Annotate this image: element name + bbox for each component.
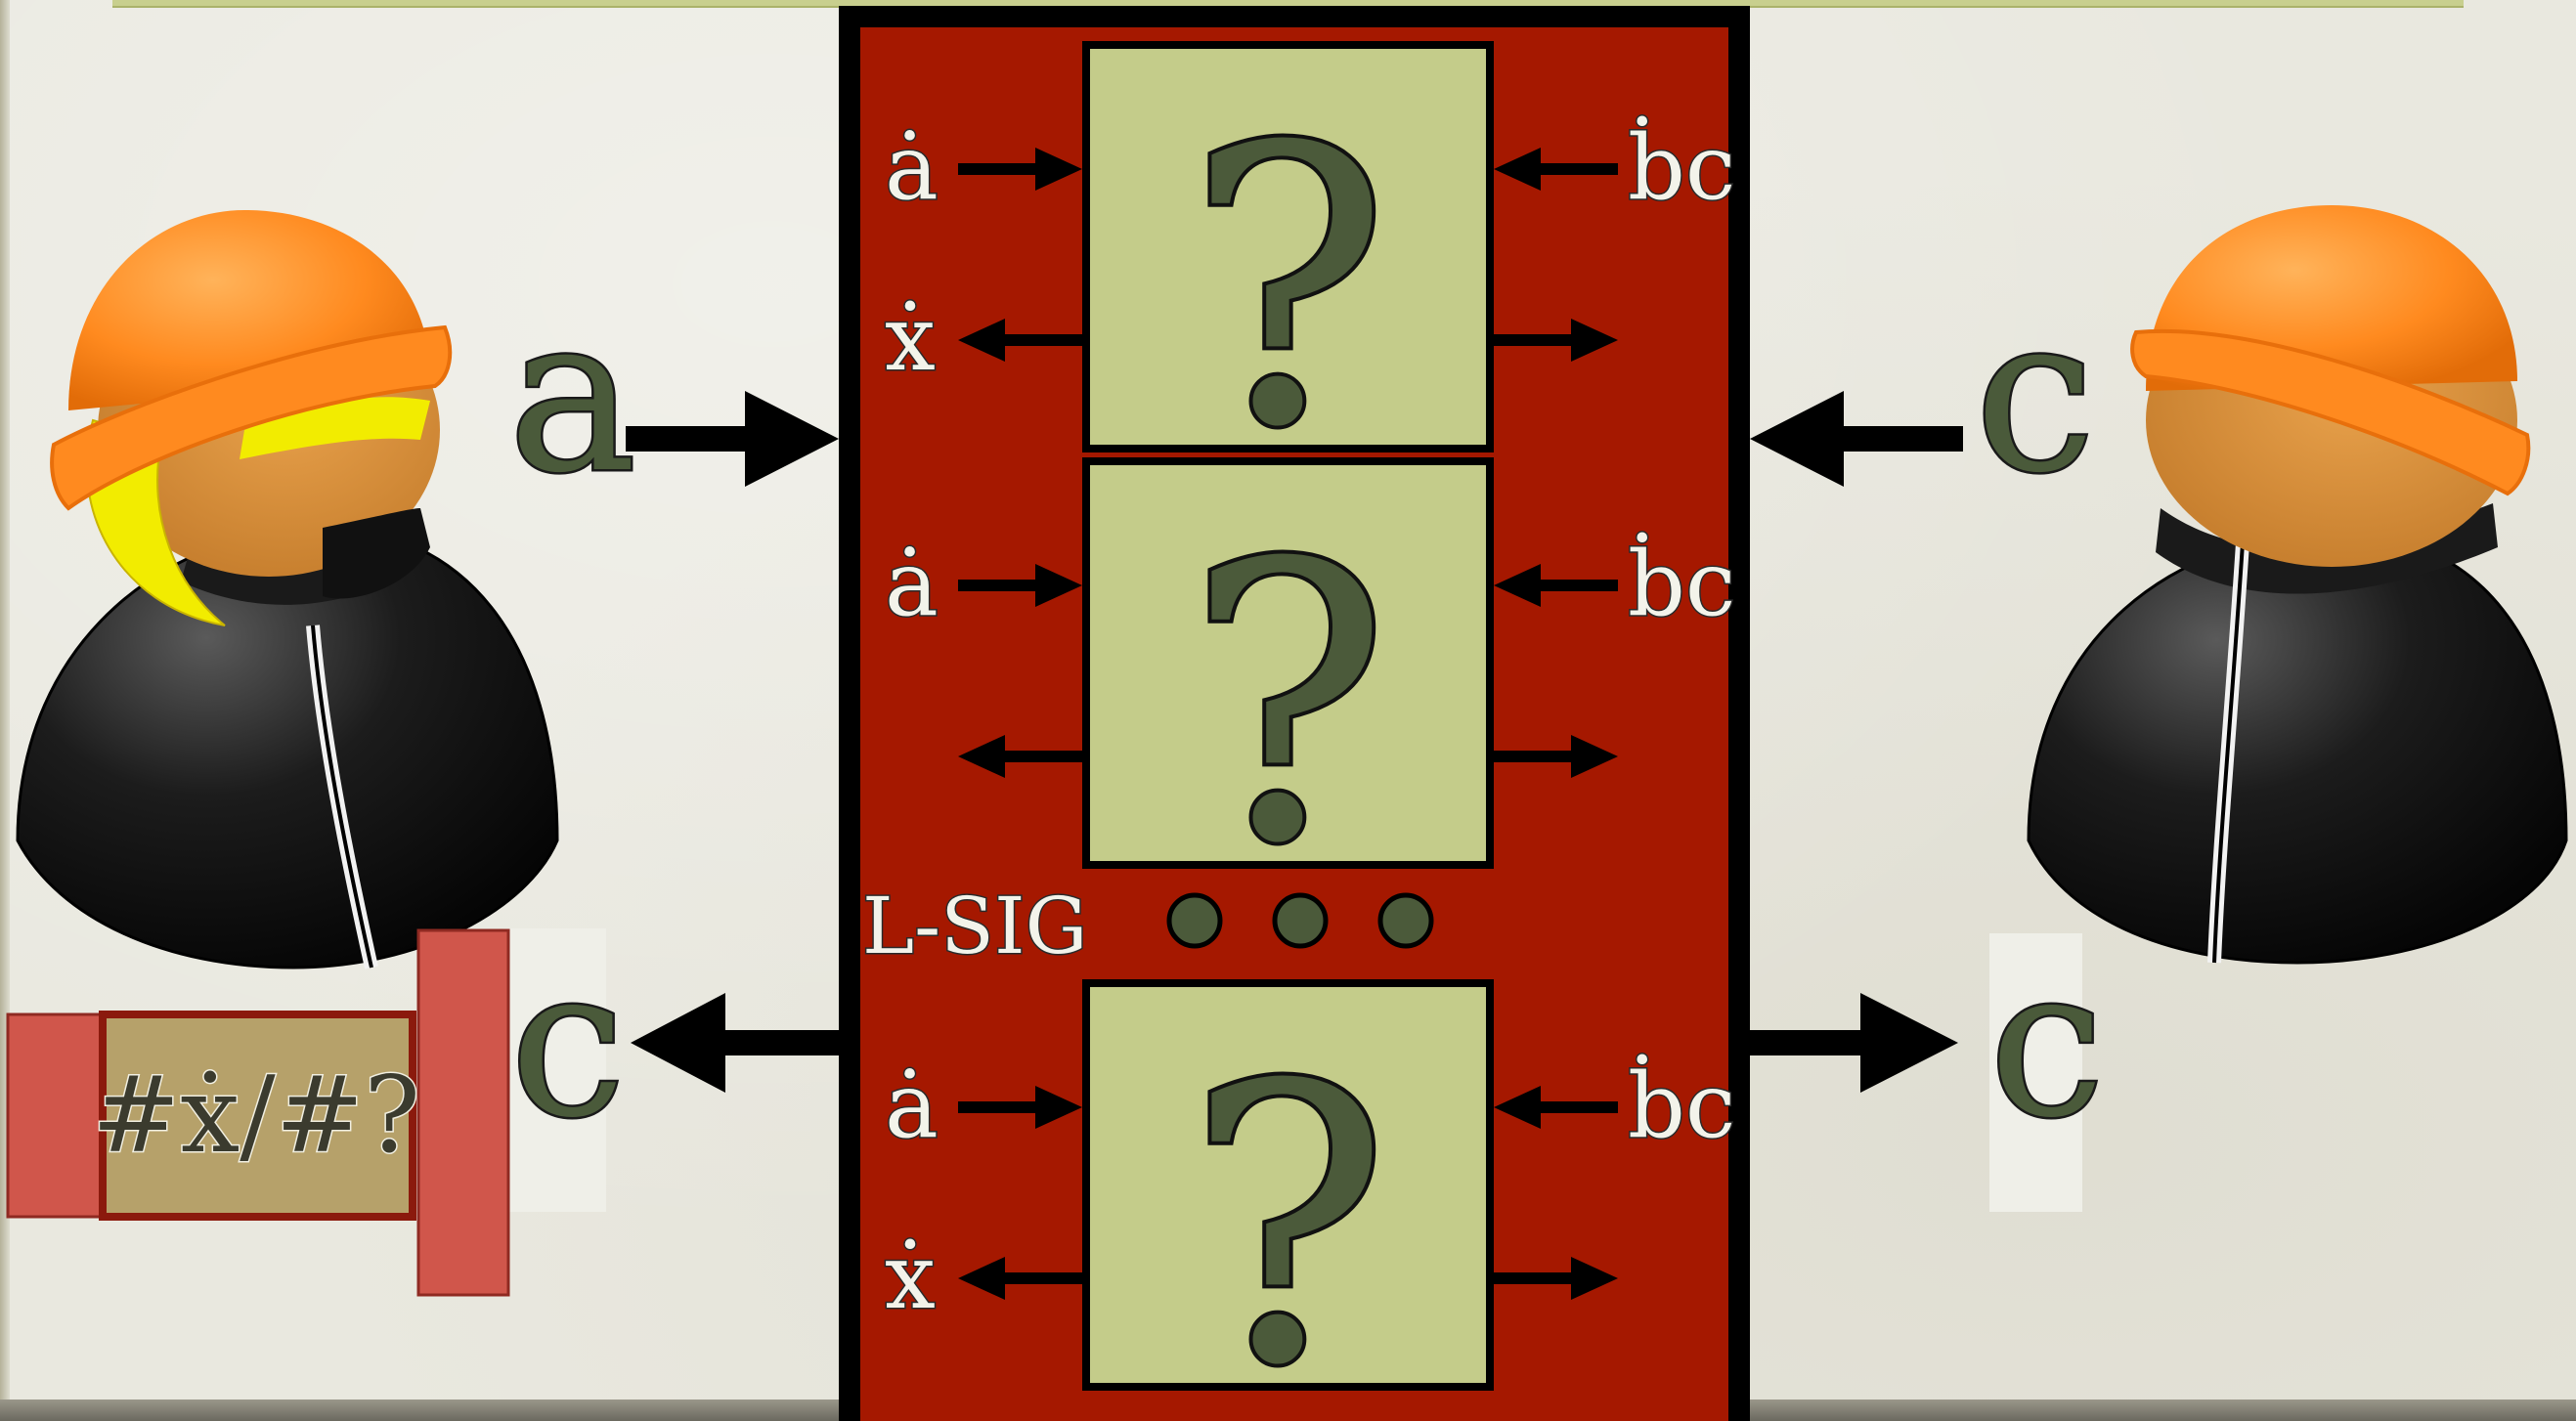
question-box: ? ȧẋ ḃc — [884, 979, 1737, 1421]
left-out-arrow — [958, 735, 1082, 778]
lsig-label: L-SIG — [862, 881, 1087, 971]
left-in-arrow — [958, 564, 1082, 607]
left-out-arrow — [958, 319, 1082, 362]
left-output-highlight — [503, 928, 606, 1212]
right-output-label: c — [1989, 924, 2105, 1163]
right-out-arrow — [1494, 735, 1618, 778]
counter-tab-left — [6, 1012, 103, 1219]
right-output-arrow — [1750, 993, 1958, 1093]
left-in-label: ȧ — [885, 532, 939, 636]
ellipsis-dot — [1166, 892, 1223, 949]
right-input-arrow — [1750, 391, 1963, 487]
right-output-highlight — [1989, 933, 2082, 1212]
right-in-label: ḃc — [1628, 532, 1735, 636]
counter-group: #ẋ/#? — [6, 928, 510, 1297]
left-edge — [0, 0, 10, 1421]
question-mark: ? — [1186, 66, 1390, 510]
ellipsis-dot — [1272, 892, 1329, 949]
question-box: ? ȧ ḃc — [884, 457, 1737, 930]
right-out-arrow — [1494, 1257, 1618, 1300]
question-mark: ? — [1186, 1005, 1390, 1421]
right-in-arrow — [1494, 148, 1618, 191]
question-mark: ? — [1186, 483, 1390, 926]
right-in-arrow — [1494, 1086, 1618, 1129]
right-input-label: c — [1975, 270, 2095, 520]
ellipsis-dot — [1377, 892, 1434, 949]
left-input-arrow — [626, 391, 839, 487]
right-in-label: ḃc — [1628, 1054, 1735, 1158]
left-output-arrow — [631, 993, 839, 1093]
right-out-arrow — [1494, 319, 1618, 362]
right-person — [2027, 205, 2568, 965]
ellipsis-dots — [1166, 892, 1434, 949]
left-out-arrow — [958, 1257, 1082, 1300]
left-out-label: ẋ — [885, 1225, 936, 1329]
left-in-arrow — [958, 1086, 1082, 1129]
left-in-label: ȧ — [885, 115, 939, 220]
counter-tab-right — [416, 928, 510, 1297]
right-in-arrow — [1494, 564, 1618, 607]
left-person — [16, 210, 559, 969]
left-input-label: a — [508, 270, 636, 520]
counter-box — [99, 1011, 416, 1221]
question-box: ? ȧẋ ḃc — [884, 41, 1737, 514]
left-in-label: ȧ — [885, 1054, 939, 1158]
left-out-label: ẋ — [885, 286, 936, 391]
counter-text: #ẋ/#? — [92, 1055, 420, 1177]
right-in-label: ḃc — [1628, 115, 1735, 220]
left-output-label: c — [510, 924, 626, 1163]
left-in-arrow — [958, 148, 1082, 191]
